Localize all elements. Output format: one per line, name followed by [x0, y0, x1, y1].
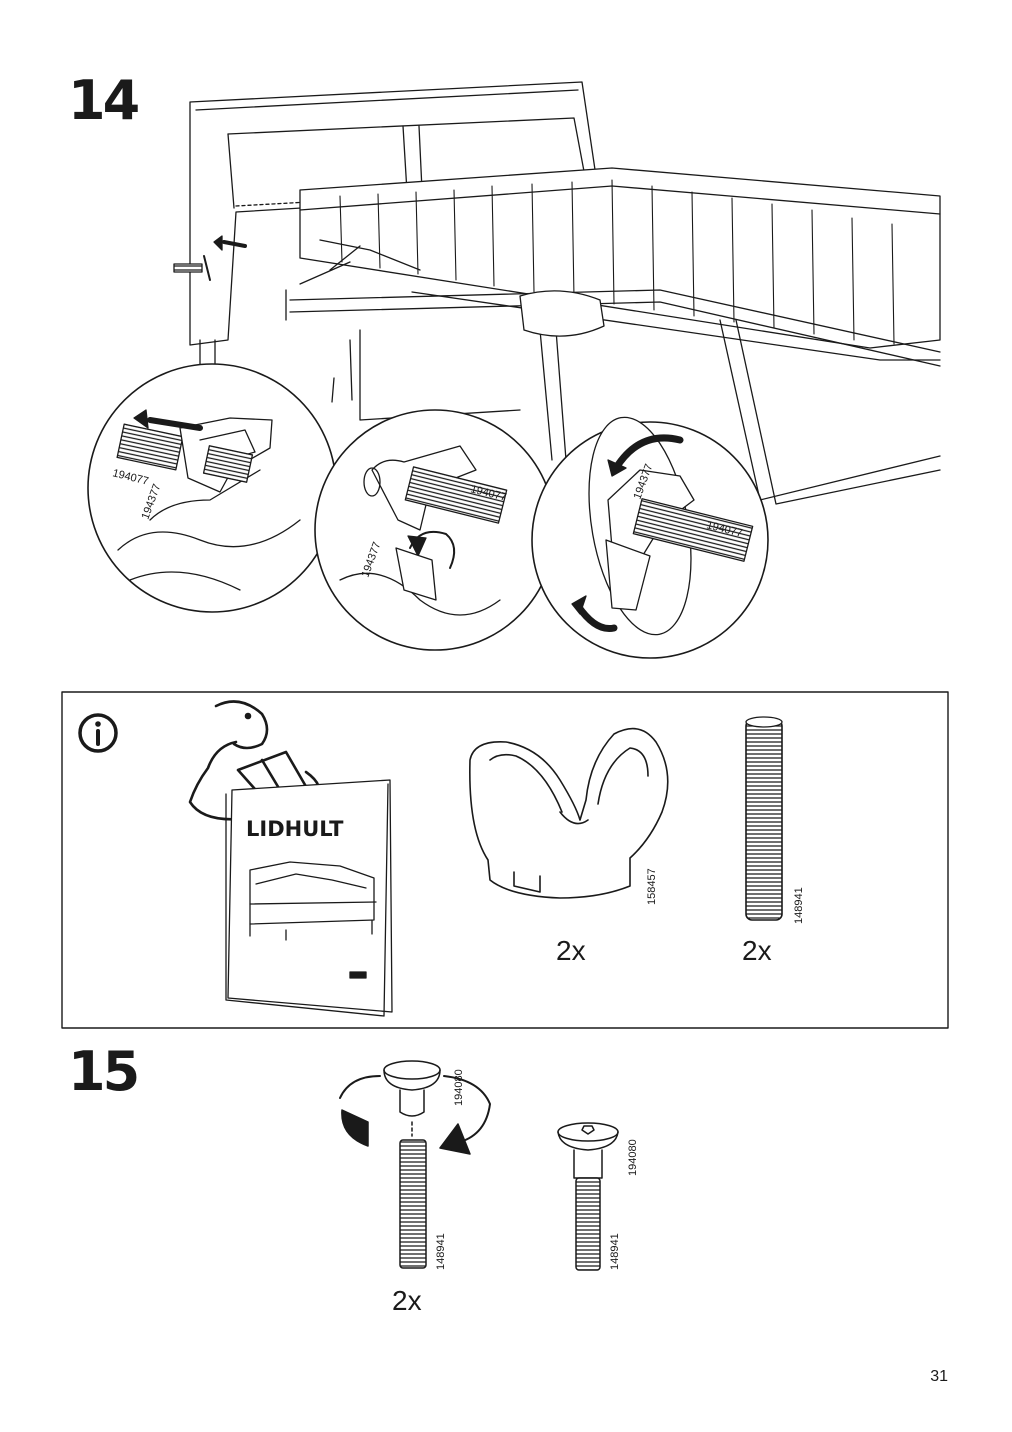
manual-title: LIDHULT [246, 817, 344, 841]
screw-assembly-drawing [339, 1060, 491, 1269]
lidhult-manual-booklet [225, 779, 393, 1017]
sofa-bed-frame-drawing [173, 81, 941, 505]
detail-circle-tighten [531, 416, 769, 659]
part-158457-label: 158457 [646, 868, 658, 905]
detail-circle-insert-bolt [87, 363, 337, 613]
page-number: 31 [930, 1368, 948, 1385]
part-148941-label: 148941 [609, 1233, 621, 1270]
info-box [61, 691, 949, 1029]
step-14-number: 14 [68, 69, 140, 132]
detail-circle-turn-handle [314, 409, 556, 651]
rod-quantity: 2x [742, 935, 772, 966]
wing-nut-158457 [469, 727, 669, 899]
threaded-rod-148941 [745, 716, 783, 921]
part-148941-label: 148941 [793, 887, 805, 924]
info-icon [78, 713, 118, 753]
assembled-screw-drawing [557, 1122, 619, 1271]
step-15-number: 15 [68, 1040, 140, 1103]
part-148941-label: 148941 [435, 1233, 447, 1270]
step15-quantity: 2x [392, 1285, 422, 1316]
part-194080-label: 194080 [453, 1069, 465, 1106]
part-194080-label: 194080 [627, 1139, 639, 1176]
wing-nut-quantity: 2x [556, 935, 586, 966]
